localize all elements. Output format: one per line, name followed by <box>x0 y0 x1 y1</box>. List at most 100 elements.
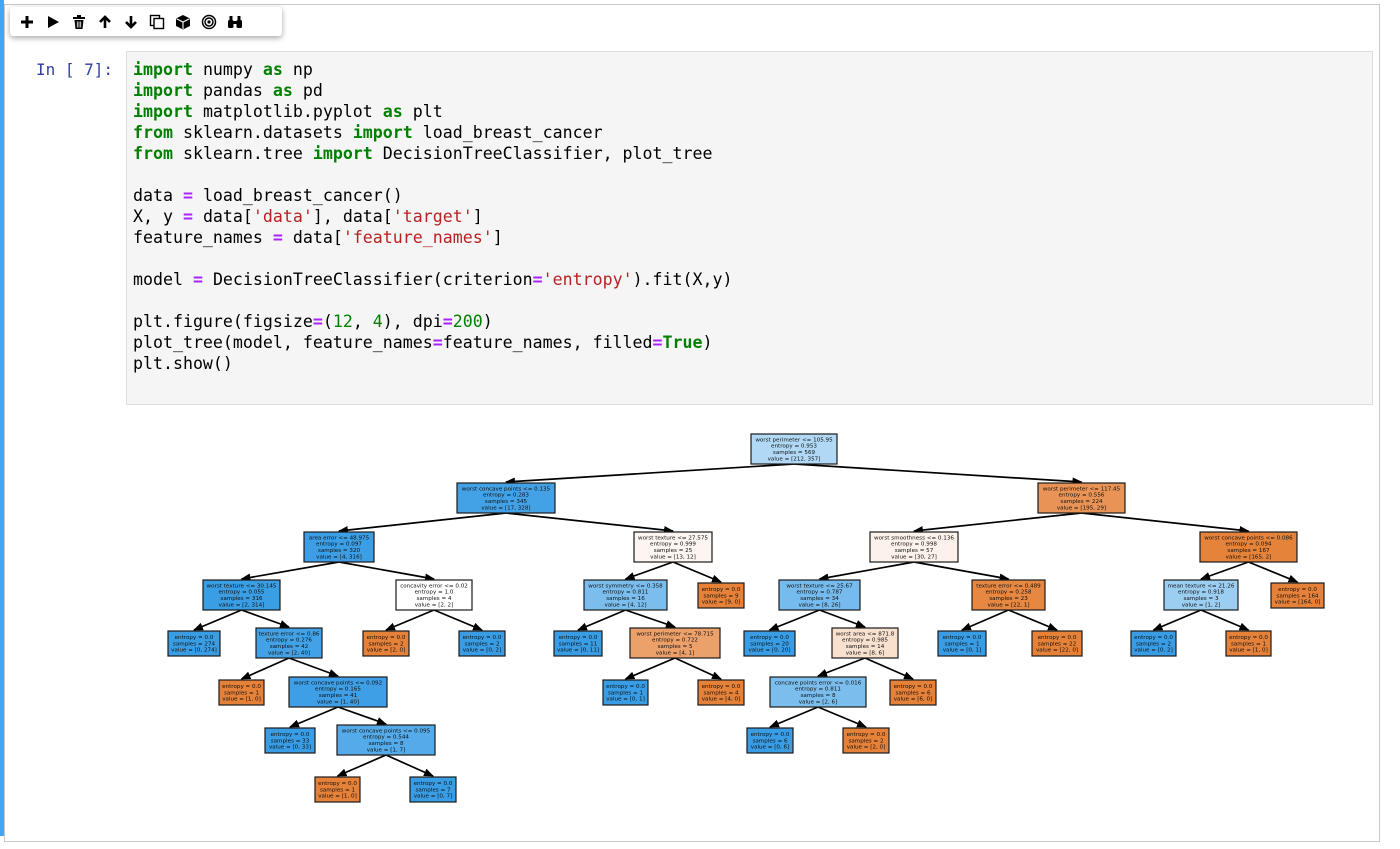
tree-edge <box>817 657 866 677</box>
tree-node-box <box>409 776 457 803</box>
tree-node-text: entropy = 0.276 <box>266 638 312 644</box>
cube-icon <box>176 14 190 29</box>
tree-node-box <box>288 676 388 708</box>
trash-icon <box>73 14 85 29</box>
tree-node-text: value = [1, 40] <box>317 699 359 705</box>
tree-node-text: value = [0, 1] <box>606 697 645 703</box>
tree-node-text: entropy = 0.283 <box>483 493 529 499</box>
tree-node-text: value = [17, 328] <box>481 505 530 511</box>
tree-edge <box>624 657 676 680</box>
target-button[interactable] <box>196 9 222 35</box>
tree-edge <box>672 561 722 583</box>
tree-node-text: value = [8, 26] <box>798 602 840 608</box>
tree-edge <box>505 463 795 486</box>
tree-node-text: texture error <= 0.489 <box>976 583 1041 589</box>
tree-node-box <box>202 579 281 611</box>
code-line: plt.figure(figsize=(12, 4), dpi=200) <box>133 312 493 331</box>
tree-edge <box>338 512 507 535</box>
tree-node-text: value = [1, 0] <box>318 794 357 800</box>
tree-edge <box>337 706 387 725</box>
tree-node-text: entropy = 0.0 <box>1278 587 1317 593</box>
tree-node-text: entropy = 0.0 <box>702 684 741 690</box>
tree-node-text: entropy = 0.0 <box>222 684 261 690</box>
tree-node-text: entropy = 0.0 <box>367 635 406 641</box>
tree-edge <box>913 512 1082 535</box>
tree-node-text: samples = 34 <box>800 596 839 602</box>
move-up-button[interactable] <box>92 9 118 35</box>
tree-edge <box>674 657 722 680</box>
copy-cell-button[interactable] <box>144 9 170 35</box>
tree-node-text: entropy = 0.999 <box>650 542 696 548</box>
tree-node-box <box>553 630 603 657</box>
find-button[interactable] <box>222 9 248 35</box>
cell-toolbar <box>10 7 282 36</box>
tree-node-text: value = [0, 274] <box>171 648 217 654</box>
tree-node-text: samples = 8 <box>800 693 835 699</box>
run-cell-button[interactable] <box>40 9 66 35</box>
tree-node-text: entropy = 0.0 <box>271 732 310 738</box>
tree-edge <box>505 512 674 535</box>
tree-edge <box>1248 561 1299 583</box>
tree-node-text: value = [212, 357] <box>768 456 821 462</box>
target-icon <box>201 14 217 29</box>
tree-node-text: samples = 7 <box>415 787 450 793</box>
package-button[interactable] <box>170 9 196 35</box>
delete-cell-button[interactable] <box>66 9 92 35</box>
tree-node-box <box>1225 630 1272 657</box>
tree-node-text: value = [195, 29] <box>1057 505 1106 511</box>
tree-node-text: value = [22, 1] <box>987 602 1029 608</box>
tree-node-text: samples = 6 <box>752 738 787 744</box>
tree-edge <box>818 561 915 582</box>
tree-node-text: value = [2, 2] <box>415 602 454 608</box>
tree-node-text: samples = 42 <box>270 644 309 650</box>
tree-edge <box>1008 609 1058 631</box>
tree-node-text: samples = 25 <box>654 548 693 554</box>
code-line: model = DecisionTreeClassifier(criterion… <box>133 270 733 289</box>
tree-node-text: samples = 23 <box>989 596 1028 602</box>
tree-node-text: samples = 2 <box>848 738 883 744</box>
arrow-down-icon <box>125 15 137 29</box>
tree-node-text: worst perimeter <= 117.45 <box>1043 486 1121 492</box>
tree-node-text: value = [1, 7] <box>367 747 406 753</box>
tree-node-text: value = [6, 0] <box>894 697 933 703</box>
tree-node-text: samples = 16 <box>606 596 645 602</box>
tree-node-text: value = [1, 0] <box>1229 648 1268 654</box>
code-line: from sklearn.datasets import load_breast… <box>133 123 603 142</box>
tree-edge <box>240 561 340 582</box>
tree-node-text: entropy = 0.985 <box>842 638 888 644</box>
tree-node-text: entropy = 0.0 <box>894 684 933 690</box>
move-down-button[interactable] <box>118 9 144 35</box>
tree-node-text: samples = 1 <box>608 690 643 696</box>
tree-node-text: samples = 11 <box>559 641 598 647</box>
insert-cell-button[interactable] <box>14 9 40 35</box>
tree-node-text: entropy = 0.0 <box>1229 635 1268 641</box>
tree-node-text: entropy = 0.097 <box>316 542 362 548</box>
tree-node-box <box>937 630 987 657</box>
tree-node-text: value = [4, 0] <box>702 697 741 703</box>
tree-node-box <box>869 531 959 563</box>
tree-edge <box>769 706 819 728</box>
tree-node-text: entropy = 0.258 <box>986 590 1032 596</box>
tree-node-box <box>629 627 721 659</box>
tree-node-text: value = [164, 0] <box>1275 600 1321 606</box>
tree-node-text: worst smoothness <= 0.136 <box>874 535 954 541</box>
tree-edge <box>193 609 242 631</box>
tree-node-box <box>167 630 221 657</box>
